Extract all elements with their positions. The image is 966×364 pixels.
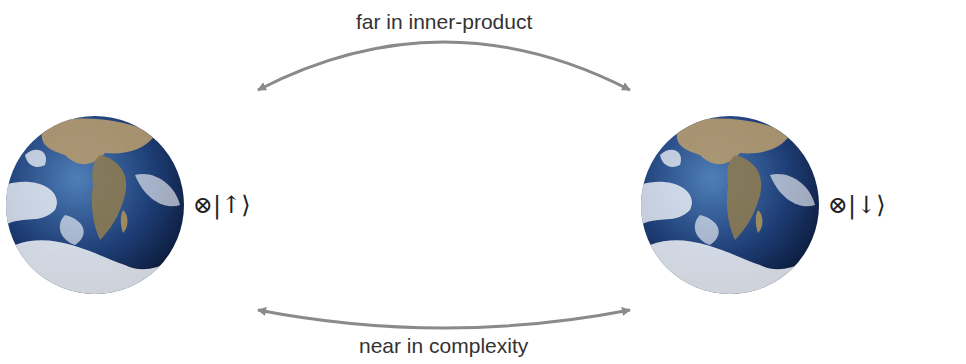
ket-label: ⊗|↑⟩ <box>193 191 251 219</box>
curved-arrow <box>258 310 630 328</box>
edge-label: near in complexity <box>356 334 531 358</box>
earth-picture <box>5 115 185 295</box>
curved-arrow <box>258 42 630 90</box>
earth-picture <box>640 115 820 295</box>
ket-label: ⊗|↓⟩ <box>828 191 886 219</box>
earth-node: ⊗|↑⟩ <box>5 115 253 295</box>
earth-node: ⊗|↓⟩ <box>640 115 888 295</box>
edge-label: far in inner-product <box>353 10 535 34</box>
